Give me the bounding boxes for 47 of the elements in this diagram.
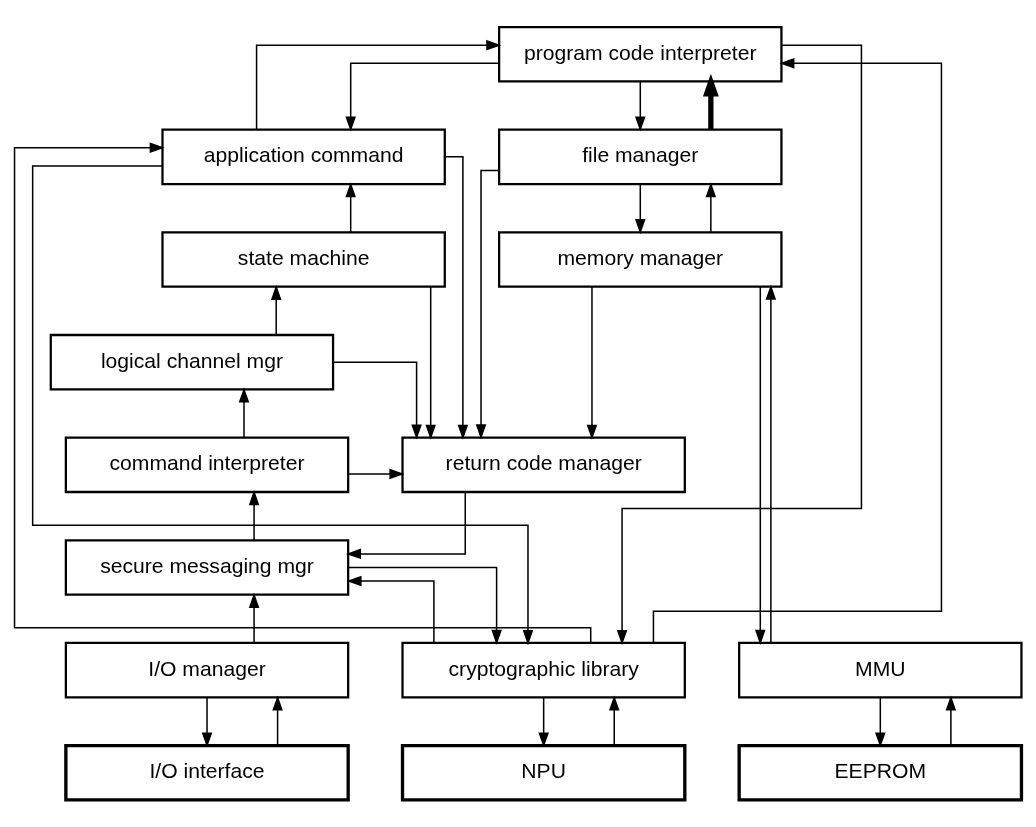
arrow: [652, 57, 943, 644]
node-box: application command: [161, 128, 446, 186]
node-box: state machine: [161, 231, 446, 288]
arrow: [586, 286, 598, 440]
node-box: file manager: [498, 128, 783, 186]
arrow: [444, 156, 469, 440]
arrow: [13, 142, 592, 644]
arrow: [425, 286, 436, 440]
arrow: [347, 468, 405, 480]
node-box: cryptographic library: [401, 641, 686, 699]
arrow: [238, 387, 250, 439]
node-box: logical channel mgr: [49, 333, 335, 391]
arrow: [201, 696, 213, 748]
arrow: [345, 62, 500, 132]
node-box: I/O interface: [64, 743, 350, 802]
arrow: [608, 695, 620, 747]
arrow: [31, 165, 534, 646]
node-box: EEPROM: [737, 743, 1024, 802]
arrow: [635, 183, 646, 235]
arrow: [616, 44, 863, 646]
arrow: [345, 182, 356, 233]
arrow: [765, 284, 777, 644]
node-box: return code manager: [401, 436, 686, 494]
arrow: [538, 696, 549, 748]
arrow: [248, 490, 260, 541]
arrow: [755, 286, 766, 645]
arrow: [875, 696, 886, 748]
arrow: [345, 491, 466, 560]
node-box: command interpreter: [64, 436, 350, 494]
node-box: secure messaging mgr: [64, 539, 350, 596]
arrow: [475, 169, 500, 440]
arrow: [347, 566, 502, 645]
node-box: NPU: [400, 743, 687, 802]
arrow: [945, 695, 957, 747]
arrow: [248, 592, 260, 644]
node-box: memory manager: [498, 231, 783, 288]
arrow: [702, 73, 719, 130]
node-box: MMU: [738, 641, 1023, 699]
arrow: [635, 80, 646, 132]
arrow: [705, 182, 717, 233]
arrow: [255, 39, 502, 130]
arrow: [332, 361, 422, 440]
node-box: I/O manager: [64, 641, 350, 699]
node-box: program code interpreter: [498, 25, 783, 83]
arrow: [272, 695, 283, 747]
arrow: [346, 575, 435, 644]
arrow: [270, 284, 282, 336]
